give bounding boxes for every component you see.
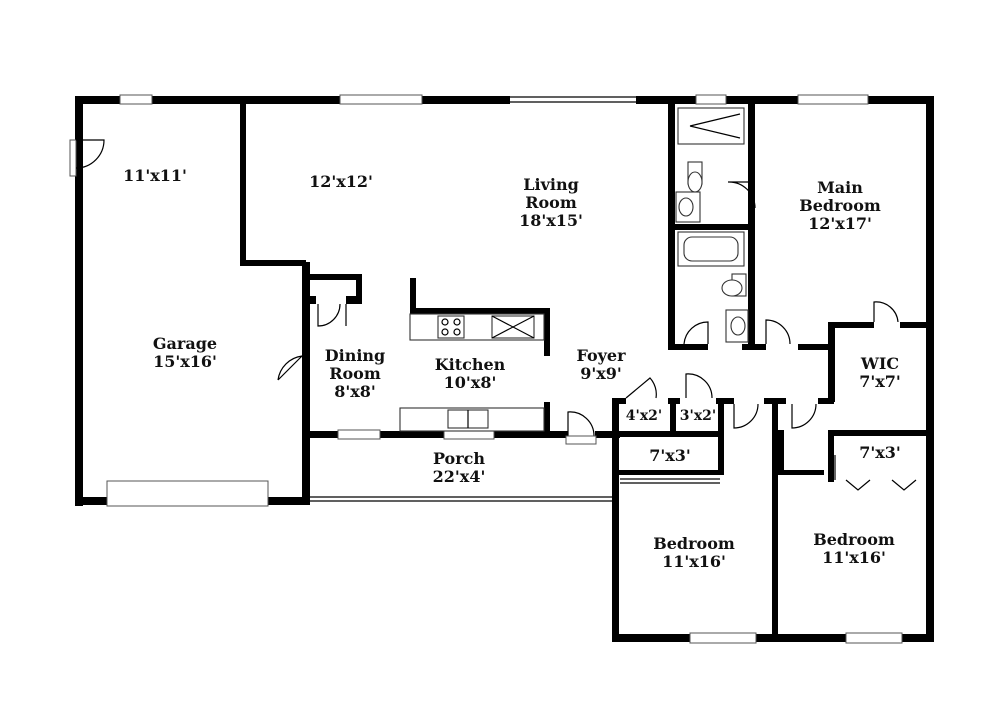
porch-dim: 22'x4' — [433, 467, 486, 486]
bedroom-2-name: Bedroom — [813, 530, 895, 549]
closet-3x2-dim: 3'x2' — [680, 408, 716, 424]
windows — [106, 94, 903, 644]
main-bedroom-name-1: Main — [817, 178, 863, 197]
upper-left-dim: 12'x12' — [309, 172, 373, 191]
garage-name: Garage — [153, 334, 217, 353]
doors — [69, 139, 917, 491]
bedroom-1-name: Bedroom — [653, 534, 735, 553]
garage-entry-dim: 11'x11' — [123, 166, 187, 185]
kitchen-name: Kitchen — [435, 355, 506, 374]
living-room-name-1: Living — [523, 175, 579, 194]
main-bedroom-dim: 12'x17' — [808, 214, 872, 233]
closet-7x3-right-dim: 7'x3' — [859, 443, 901, 462]
foyer-dim: 9'x9' — [580, 364, 622, 383]
living-room-name-2: Room — [525, 193, 577, 212]
dining-room-name-1: Dining — [325, 346, 385, 365]
bedroom-2-dim: 11'x16' — [822, 548, 886, 567]
wic-dim: 7'x7' — [859, 372, 901, 391]
living-room-dim: 18'x15' — [519, 211, 583, 230]
thin-lines — [310, 96, 836, 502]
porch-name: Porch — [433, 449, 485, 468]
closet-4x2-dim: 4'x2' — [626, 408, 662, 424]
closet-7x3-left-dim: 7'x3' — [649, 446, 691, 465]
dining-room-name-2: Room — [329, 364, 381, 383]
foyer-name: Foyer — [576, 346, 626, 365]
bedroom-1-dim: 11'x16' — [662, 552, 726, 571]
wic-name: WIC — [860, 354, 899, 373]
dining-room-dim: 8'x8' — [334, 382, 376, 401]
room-labels: 11'x11' 12'x12' Living Room 18'x15' Main… — [123, 166, 901, 571]
garage-dim: 15'x16' — [153, 352, 217, 371]
main-bedroom-name-2: Bedroom — [799, 196, 881, 215]
fixtures — [399, 107, 749, 432]
kitchen-dim: 10'x8' — [444, 373, 497, 392]
walls — [75, 96, 934, 642]
